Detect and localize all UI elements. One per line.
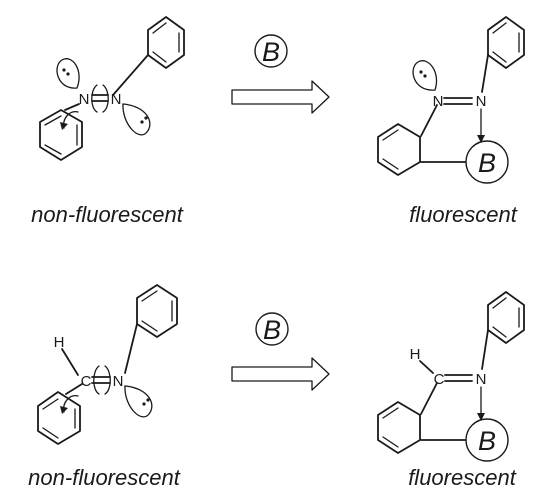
phenyl-ring-lower — [37, 391, 81, 445]
rotation-arrow-icon — [102, 84, 109, 113]
nitrogen-atom-label: N — [79, 91, 90, 108]
caption-non-fluorescent: non-fluorescent — [31, 202, 184, 227]
reaction-step-top: B — [231, 34, 330, 114]
phenyl-ring-upper — [487, 16, 525, 69]
rotation-arrow-icon — [93, 365, 100, 395]
imine-boron-complex: B H C N — [377, 291, 525, 462]
lone-pair-icon — [56, 58, 80, 89]
hydrogen-atom-label: H — [410, 346, 421, 363]
boron-atom-label: B — [478, 426, 496, 456]
nitrogen-atom-label: N — [433, 93, 444, 110]
benzo-ring — [377, 401, 421, 454]
reagent-label: B — [263, 315, 281, 345]
caption-fluorescent: fluorescent — [409, 202, 518, 227]
reagent-label: B — [262, 37, 280, 67]
phenyl-ring-upper — [147, 16, 185, 69]
lone-pair-icon — [124, 385, 153, 418]
carbon-atom-label: C — [434, 371, 445, 388]
rotation-arrow-icon — [104, 365, 111, 395]
reagent-circle — [255, 312, 289, 346]
boron-atom-label: B — [478, 148, 496, 178]
rotation-arrow-icon — [91, 84, 98, 113]
reaction-step-bottom: B — [231, 312, 330, 391]
caption-non-fluorescent: non-fluorescent — [28, 465, 181, 490]
caption-fluorescent: fluorescent — [408, 465, 517, 490]
lone-pair-icon — [412, 60, 438, 91]
benzo-ring — [377, 123, 421, 176]
boron-circle — [465, 140, 509, 184]
nitrogen-atom-label: N — [113, 373, 124, 390]
reaction-arrow-icon — [231, 357, 330, 391]
hydrogen-atom-label: H — [54, 334, 65, 351]
boron-circle — [465, 418, 509, 462]
nitrogen-atom-label: N — [476, 371, 487, 388]
nitrogen-atom-label: N — [111, 91, 122, 108]
nitrogen-atom-label: N — [476, 93, 487, 110]
lone-pair-icon — [122, 103, 151, 136]
azobenzene-twisted: N N — [39, 16, 185, 161]
phenyl-ring-upper — [487, 291, 525, 344]
phenyl-ring-upper — [136, 284, 178, 338]
azo-boron-complex: B N N — [377, 16, 525, 184]
phenyl-ring-lower — [39, 109, 83, 161]
reagent-circle — [254, 34, 288, 68]
imine-twisted: H C N — [37, 284, 178, 445]
reaction-arrow-icon — [231, 80, 330, 114]
carbon-atom-label: C — [81, 373, 92, 390]
